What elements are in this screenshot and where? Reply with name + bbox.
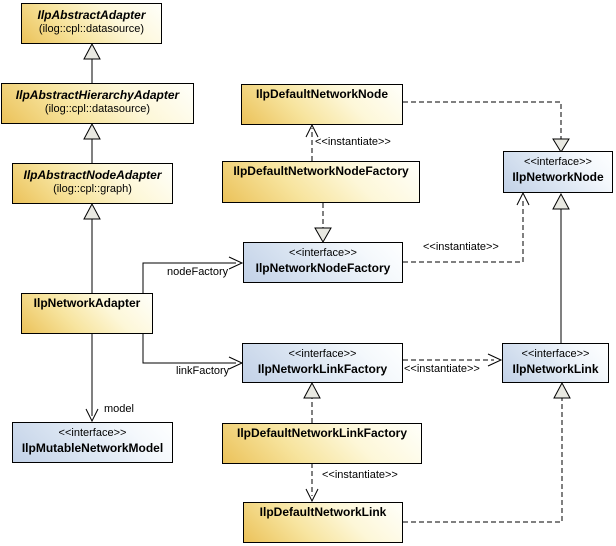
- instantiate-arrow-defaultnodefactory-to-defaultnode: [305, 123, 319, 161]
- stereotype-label: <<interface>>: [524, 156, 592, 168]
- realization-arrow-defaultlinkfactory-to-linkfactory: [303, 381, 321, 423]
- generalization-arrow-networkadapter-to-nodeadapter: [83, 202, 101, 293]
- instantiate-arrow-defaultlinkfactory-to-defaultlink: [305, 463, 319, 503]
- class-name: IlpDefaultNetworkNodeFactory: [233, 164, 409, 178]
- class-box-ilp-network-adapter[interactable]: IlpNetworkAdapter: [21, 293, 153, 334]
- class-name: IlpMutableNetworkModel: [21, 440, 164, 455]
- association-arrow-nodefactory: [142, 256, 244, 293]
- stereotype-label: <<interface>>: [288, 348, 357, 360]
- class-name: IlpDefaultNetworkLink: [259, 505, 387, 519]
- class-name: IlpAbstractAdapter: [37, 8, 146, 22]
- class-box-ilp-network-node[interactable]: <<interface>> IlpNetworkNode: [503, 151, 613, 193]
- realization-arrow-defaultnetworklink-to-networklink: [403, 381, 571, 523]
- realization-arrow-defaultnetworknode-to-networknode: [403, 101, 570, 153]
- class-box-ilp-mutable-network-model[interactable]: <<interface>> IlpMutableNetworkModel: [12, 422, 173, 463]
- stereotype-label: <<interface>>: [289, 247, 357, 259]
- class-name: IlpNetworkLinkFactory: [257, 361, 388, 376]
- class-name: IlpNetworkNode: [512, 169, 604, 184]
- class-name: IlpNetworkLink: [512, 361, 599, 376]
- generalization-arrow-networklink-to-networknode: [552, 192, 570, 343]
- instantiate-arrow-nodefactory-to-networknode: [403, 191, 530, 263]
- class-box-ilp-network-node-factory[interactable]: <<interface>> IlpNetworkNodeFactory: [243, 242, 403, 283]
- class-name: IlpDefaultNetworkNode: [255, 87, 388, 101]
- stereotype-label: <<interface>>: [58, 427, 127, 439]
- edge-label-link-factory: linkFactory: [176, 365, 230, 377]
- class-name: IlpAbstractHierarchyAdapter: [15, 88, 180, 102]
- class-box-ilp-network-link[interactable]: <<interface>> IlpNetworkLink: [502, 343, 609, 383]
- edge-label-instantiate-network-node: <<instantiate>>: [423, 241, 499, 253]
- class-name: IlpDefaultNetworkLinkFactory: [236, 426, 408, 440]
- class-box-ilp-network-link-factory[interactable]: <<interface>> IlpNetworkLinkFactory: [242, 343, 403, 383]
- stereotype-label: <<interface>>: [521, 348, 590, 360]
- association-arrow-model: [85, 333, 99, 423]
- edge-label-model: model: [104, 403, 134, 415]
- association-arrow-linkfactory: [142, 333, 244, 370]
- realization-arrow-defaultnodefactory-to-nodefactory: [314, 203, 332, 244]
- class-box-ilp-default-network-node-factory[interactable]: IlpDefaultNetworkNodeFactory: [222, 161, 420, 203]
- class-box-ilp-abstract-adapter[interactable]: IlpAbstractAdapter (ilog::cpl::datasourc…: [21, 3, 162, 44]
- class-name: IlpAbstractNodeAdapter: [23, 168, 162, 182]
- class-name: IlpNetworkNodeFactory: [255, 260, 391, 275]
- generalization-arrow-hierarchyadapter-to-abstractadapter: [83, 42, 101, 83]
- class-box-ilp-default-network-link[interactable]: IlpDefaultNetworkLink: [243, 502, 403, 543]
- class-box-ilp-abstract-hierarchy-adapter[interactable]: IlpAbstractHierarchyAdapter (ilog::cpl::…: [1, 83, 194, 124]
- edge-label-instantiate-default-node: <<instantiate>>: [315, 136, 391, 148]
- class-package: (ilog::cpl::datasource): [44, 103, 151, 115]
- edge-label-node-factory: nodeFactory: [167, 266, 229, 278]
- class-package: (ilog::cpl::graph): [53, 183, 132, 195]
- edge-label-instantiate-network-link: <<instantiate>>: [404, 363, 480, 375]
- instantiate-arrow-linkfactory-to-networklink: [403, 353, 503, 367]
- generalization-arrow-nodeadapter-to-hierarchyadapter: [83, 122, 101, 163]
- class-box-ilp-abstract-node-adapter[interactable]: IlpAbstractNodeAdapter (ilog::cpl::graph…: [12, 163, 173, 204]
- class-name: IlpNetworkAdapter: [33, 296, 141, 310]
- edge-label-instantiate-default-link: <<instantiate>>: [322, 469, 398, 481]
- class-box-ilp-default-network-link-factory[interactable]: IlpDefaultNetworkLinkFactory: [222, 423, 422, 464]
- class-box-ilp-default-network-node[interactable]: IlpDefaultNetworkNode: [241, 84, 403, 125]
- class-package: (ilog::cpl::datasource): [38, 23, 145, 35]
